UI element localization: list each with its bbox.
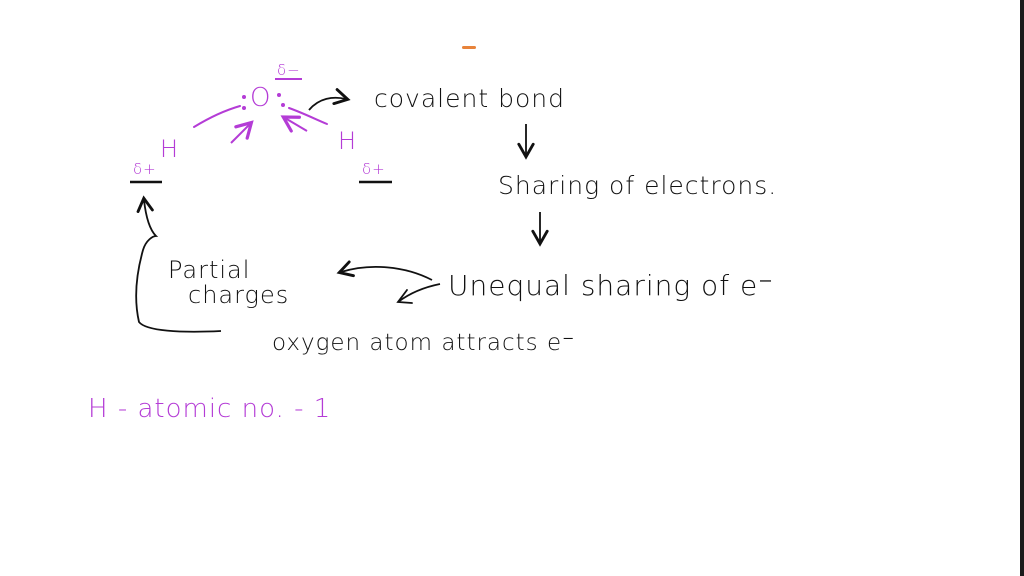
bond-right: [288, 107, 328, 125]
covalent-bond-text: covalent bond: [374, 84, 565, 113]
partial-charges-line2: charges: [188, 281, 289, 309]
oxygen-charge-label: δ−: [277, 61, 301, 79]
arrow-left-to-oxygen: [230, 120, 254, 144]
hydrogen-left-label: H: [160, 135, 179, 163]
oxygen-attracts-text: oxygen atom attracts e⁻: [272, 330, 575, 356]
bracket-partial-to-hydrogen: [135, 195, 222, 333]
explanation-notes: covalent bond Sharing of electrons. Uneq…: [135, 84, 777, 356]
hydrogen-right-label: H: [338, 127, 357, 155]
arrow-right-to-oxygen: [280, 115, 308, 133]
arrow-oxygen-to-covalent: [308, 88, 351, 111]
sharing-text: Sharing of electrons.: [498, 171, 777, 200]
window-edge: [1020, 0, 1024, 576]
orange-pen-mark: [462, 46, 476, 49]
water-molecule: δ− O H H δ+ δ+: [130, 61, 392, 184]
partial-charges-line1: Partial: [168, 256, 250, 284]
atomic-number-note: H - atomic no. - 1: [88, 394, 331, 424]
unequal-sharing-text: Unequal sharing of e⁻: [448, 269, 774, 302]
oxygen-atom-label: O: [250, 83, 271, 113]
hydrogen-right-charge: δ+: [362, 160, 386, 178]
arrow-oxygen-attracts-head: [396, 289, 413, 304]
arrow-oxygen-attracts-to-unequal: [397, 283, 441, 303]
arrow-unequal-to-partial: [336, 260, 433, 281]
bond-left: [193, 105, 241, 128]
lone-pair-dots: [242, 93, 285, 110]
hydrogen-left-charge: δ+: [133, 160, 157, 178]
